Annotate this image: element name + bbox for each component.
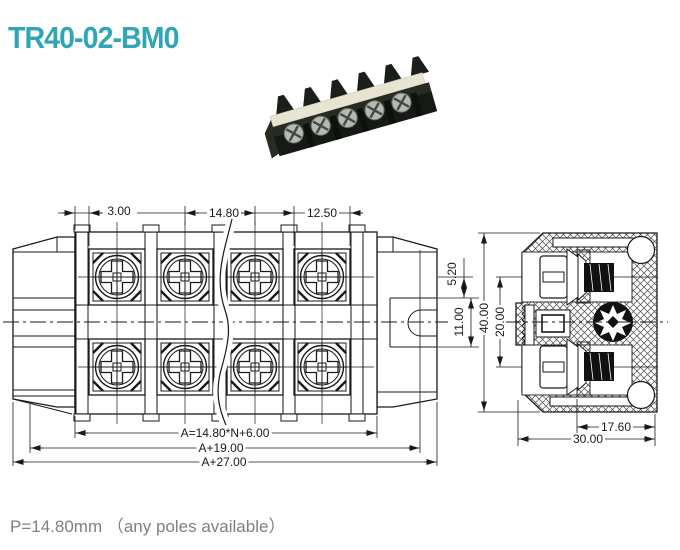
- dim-length-total: A+27.00: [199, 455, 249, 469]
- mount-hole-top: [626, 235, 656, 265]
- dim-height: 40.00: [477, 300, 491, 336]
- dim-length-formula: A=14.80*N+6.00: [178, 426, 272, 440]
- mount-hole-bottom: [626, 380, 656, 410]
- clamp-screw-top: [496, 248, 658, 306]
- clamp-screw-bottom: [496, 338, 658, 396]
- photo-screws: [283, 92, 412, 144]
- dim-offset: 3.00: [107, 204, 131, 218]
- dim-tab-height: 11.00: [452, 307, 466, 337]
- dim-pitch: 14.80: [206, 206, 242, 220]
- dim-tab-offset: 5.20: [445, 262, 459, 286]
- front-view: [3, 217, 448, 428]
- dim-depth-total: 30.00: [570, 432, 606, 446]
- dim-screw-span: 20.00: [493, 304, 507, 340]
- dim-block-width: 12.50: [304, 206, 340, 220]
- break-line: [217, 218, 233, 426]
- dim-length-mid: A+19.00: [196, 441, 246, 455]
- dim-depth-inner: 17.60: [598, 420, 634, 434]
- product-photo: [264, 56, 438, 159]
- side-view: [496, 232, 668, 413]
- caption: P=14.80mm （any poles available）: [10, 517, 286, 536]
- page-title: TR40-02-BM0: [8, 20, 179, 55]
